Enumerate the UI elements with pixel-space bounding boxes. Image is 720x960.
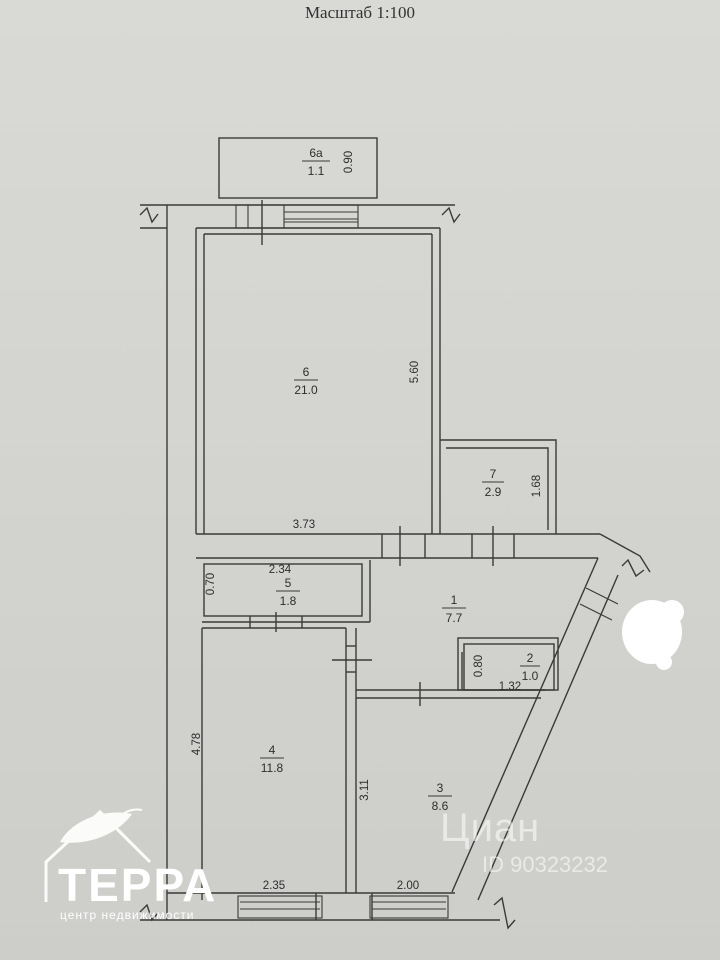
room-6a-number: 6а <box>309 146 323 160</box>
window-bottom-left <box>237 895 323 919</box>
room5-outline <box>203 563 363 617</box>
room-3-area: 8.6 <box>432 799 449 813</box>
terra-logo-mark <box>44 808 152 902</box>
dim-corridor-width: 3.73 <box>293 519 315 531</box>
dim-room3-width: 2.00 <box>397 880 419 892</box>
dim-room2-depth: 0.80 <box>473 655 485 677</box>
dim-room4-width: 2.35 <box>263 880 285 892</box>
room-7-number: 7 <box>490 467 497 481</box>
scale-title: Масштаб 1:100 <box>304 3 416 22</box>
terra-logo-name: ТЕРРА <box>58 859 218 911</box>
balcony-outline <box>218 137 378 199</box>
room-5-area: 1.8 <box>280 594 297 608</box>
room7-outline <box>440 439 557 534</box>
room-6a-area: 1.1 <box>308 164 325 178</box>
room-7-area: 2.9 <box>485 485 502 499</box>
dim-room2-width: 1.32 <box>499 681 521 693</box>
outer-wall-diagonal <box>599 533 651 573</box>
dim-room5-width: 2.34 <box>269 564 292 576</box>
room-1-area: 7.7 <box>446 611 463 625</box>
window-top <box>235 204 359 229</box>
room-2-area: 1.0 <box>522 669 539 683</box>
cian-id-watermark: ID 90323232 <box>482 852 608 877</box>
dim-room5-depth: 0.70 <box>205 573 217 595</box>
terra-logo-subtitle: центр недвижимости <box>60 908 195 922</box>
room-2-number: 2 <box>527 651 534 665</box>
dim-room6-length: 5.60 <box>409 361 421 383</box>
room-5-number: 5 <box>285 576 292 590</box>
cian-watermark: Циан <box>440 806 541 850</box>
room-3-number: 3 <box>437 781 444 795</box>
room-6-number: 6 <box>303 365 310 379</box>
room-4-area: 11.8 <box>261 761 284 775</box>
dim-room3-length: 3.11 <box>359 779 371 801</box>
dim-room7-length: 1.68 <box>531 475 543 497</box>
room-4-number: 4 <box>269 743 276 757</box>
redaction-blot <box>622 600 684 670</box>
room-1-number: 1 <box>451 593 458 607</box>
room-6-area: 21.0 <box>294 383 318 397</box>
dim-room4-length: 4.78 <box>191 733 203 755</box>
dim-balcony-depth: 0.90 <box>343 151 355 173</box>
window-bottom-right <box>369 895 449 919</box>
